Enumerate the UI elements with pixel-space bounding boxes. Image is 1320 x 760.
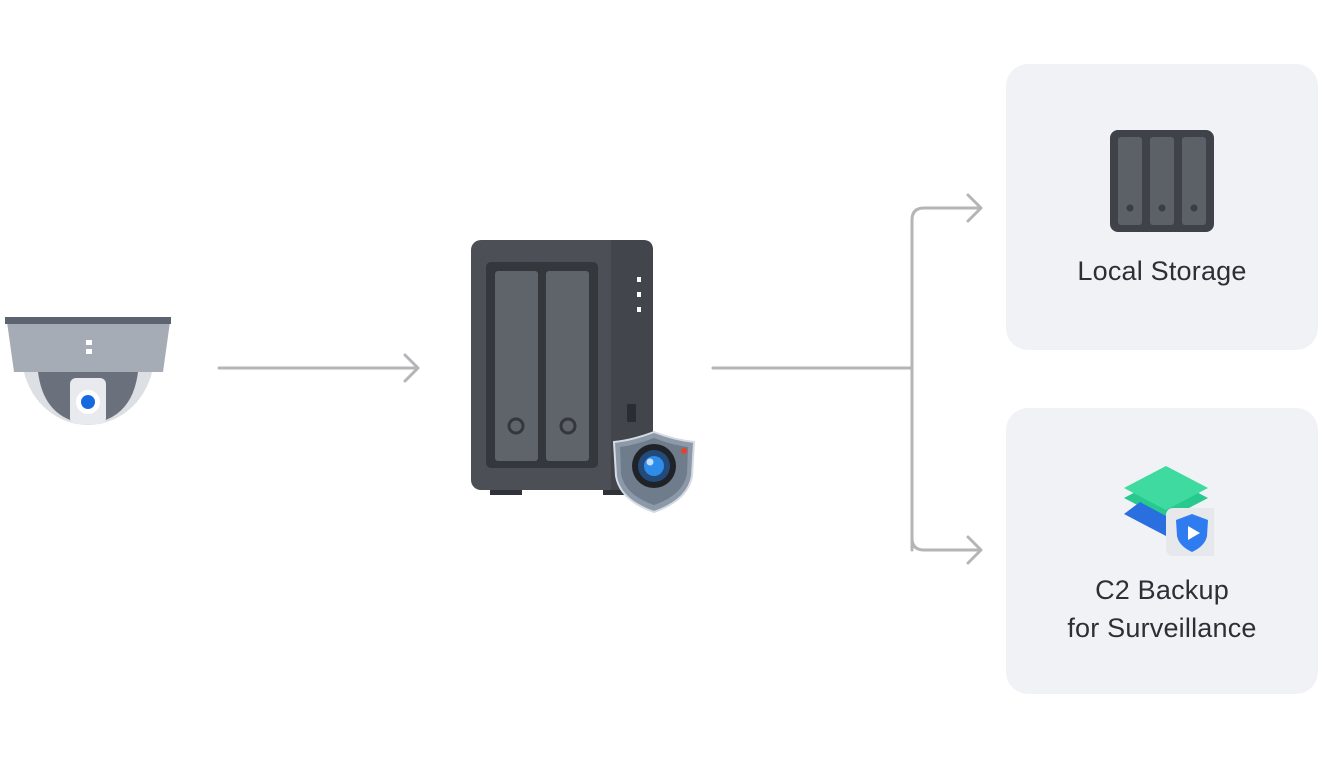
c2-backup-label-line2: for Surveillance xyxy=(1067,613,1257,643)
c2-backup-card: C2 Backup for Surveillance xyxy=(1006,408,1318,694)
nas-server-icon xyxy=(471,240,653,495)
local-storage-icon xyxy=(1110,130,1214,232)
local-storage-label-text: Local Storage xyxy=(1077,256,1247,286)
local-storage-label: Local Storage xyxy=(1006,252,1318,290)
c2-backup-label: C2 Backup for Surveillance xyxy=(1006,571,1318,647)
dome-camera-icon xyxy=(5,317,171,425)
local-storage-card: Local Storage xyxy=(1006,64,1318,350)
arrow-camera-to-nas xyxy=(217,353,420,383)
branch-connector xyxy=(711,193,983,565)
surveillance-station-icon xyxy=(612,430,696,514)
c2-backup-icon xyxy=(1118,464,1218,556)
c2-backup-label-line1: C2 Backup xyxy=(1095,575,1229,605)
